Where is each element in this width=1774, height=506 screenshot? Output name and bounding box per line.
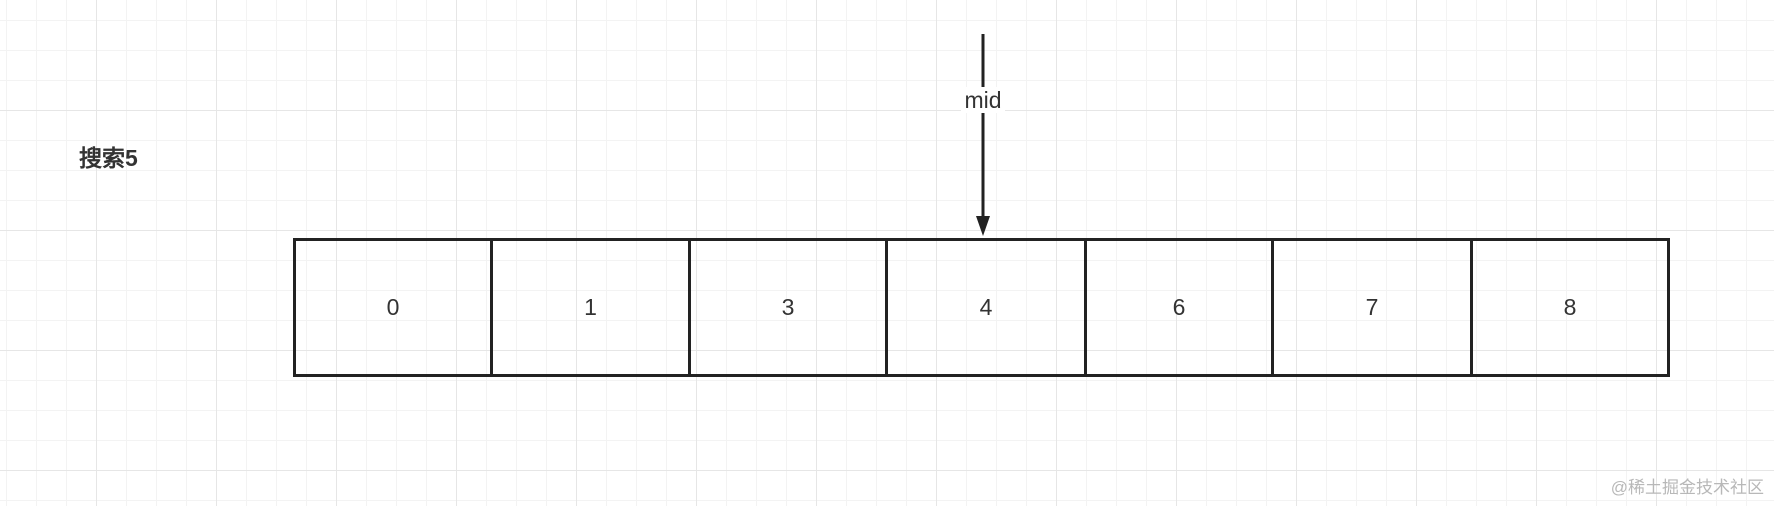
array-cell: 7 <box>1271 238 1473 377</box>
array-cell: 8 <box>1470 238 1670 377</box>
diagram-title: 搜索5 <box>79 145 138 171</box>
mid-pointer-label: mid <box>933 86 1033 114</box>
array-cell: 6 <box>1084 238 1274 377</box>
array-cell: 0 <box>293 238 493 377</box>
array-cell: 1 <box>490 238 691 377</box>
array-cell-mid: 4 <box>885 238 1087 377</box>
array-cell: 3 <box>688 238 888 377</box>
mid-label-text: mid <box>961 87 1005 113</box>
watermark: @稀土掘金技术社区 <box>1610 478 1764 497</box>
mid-pointer-arrow <box>963 30 1003 240</box>
arrow-icon <box>976 34 990 236</box>
